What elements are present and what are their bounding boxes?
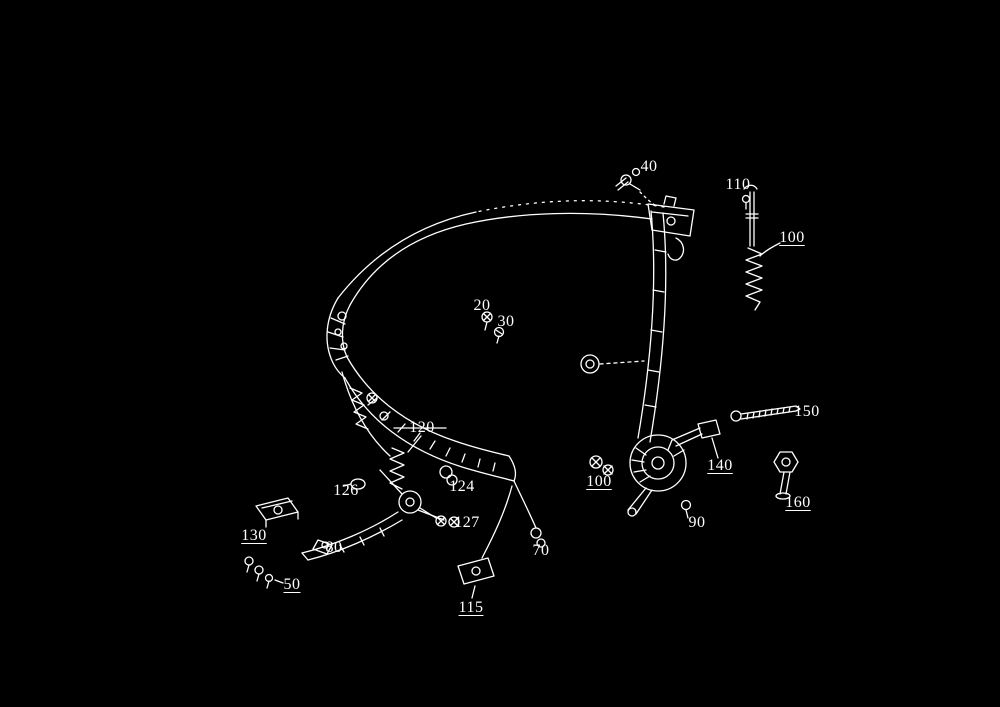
callout-80[interactable]: 80 <box>325 539 343 556</box>
callout-160[interactable]: 160 <box>785 494 811 511</box>
callout-126[interactable]: 126 <box>333 482 359 499</box>
callout-127[interactable]: 127 <box>454 514 480 531</box>
part-70-bolt <box>513 480 546 548</box>
grommet-part <box>580 354 645 374</box>
callout-115[interactable]: 115 <box>458 599 484 616</box>
part-40-hardware <box>615 167 657 207</box>
guide-rail <box>637 195 695 443</box>
callout-50[interactable]: 50 <box>283 576 301 593</box>
callout-124[interactable]: 124 <box>449 478 475 495</box>
left-hardware-cluster <box>244 387 460 589</box>
callout-140[interactable]: 140 <box>707 457 733 474</box>
callout-70[interactable]: 70 <box>532 542 550 559</box>
tension-spring-rod <box>741 184 781 311</box>
part-150-screw <box>730 405 801 422</box>
callout-40[interactable]: 40 <box>640 158 658 175</box>
callout-90[interactable]: 90 <box>688 514 706 531</box>
callout-30[interactable]: 30 <box>497 313 515 330</box>
callout-100-upper[interactable]: 100 <box>779 229 805 246</box>
regulator-assembly <box>589 419 721 519</box>
parts-20-30-screws <box>481 311 505 344</box>
callout-120[interactable]: 120 <box>409 419 435 436</box>
part-160-bolt <box>773 451 799 500</box>
callout-100-lower[interactable]: 100 <box>586 473 612 490</box>
callout-150[interactable]: 150 <box>794 403 820 420</box>
callout-130[interactable]: 130 <box>241 527 267 544</box>
part-115-bracket <box>457 485 513 599</box>
callout-20[interactable]: 20 <box>473 297 491 314</box>
callout-110[interactable]: 110 <box>725 176 751 193</box>
